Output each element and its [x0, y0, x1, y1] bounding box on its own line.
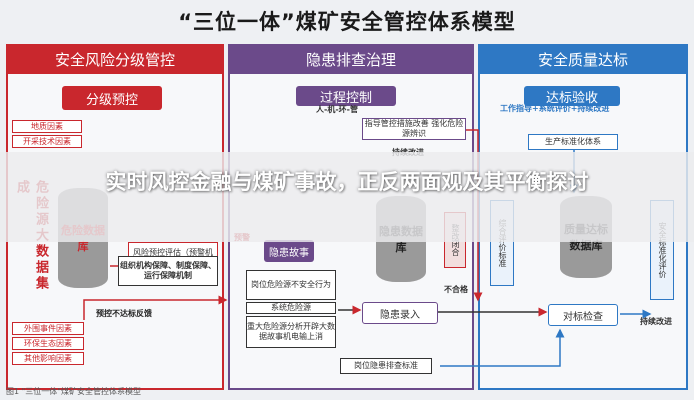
benchmark-check: 对标检查 [548, 304, 618, 326]
hazard-header: 隐患排查治理 [228, 44, 474, 74]
external-factor: 外围事件因素 [12, 322, 84, 335]
risk-sub-label: 分级预控 [62, 86, 162, 110]
quality-sub-label: 达标验收 [524, 86, 620, 106]
mining-tech-factor: 开采技术因素 [12, 135, 82, 148]
geology-factor: 地质因素 [12, 120, 82, 133]
risk-header: 安全风险分级管控 [6, 44, 224, 74]
hazard-sub-caption: 人-机-环-管 [316, 105, 358, 114]
major-hazard-box: 重大危险源分析开辟大数据故事机电输上消 [246, 316, 336, 348]
post-hazard-box: 岗位危险源不安全行为 [246, 270, 336, 300]
improve-note: 持续改进 [640, 317, 672, 326]
quality-header: 安全质量达标 [478, 44, 688, 74]
guarantee-box: 组织机构保障、制度保障、运行保障机制 [118, 256, 218, 286]
hazard-standard: 岗位隐患排查标准 [340, 358, 432, 374]
hazard-entry: 隐患录入 [362, 302, 438, 324]
not-qualified: 不合格 [444, 285, 468, 294]
hazard-alarm: 隐患故事 [264, 240, 314, 262]
production-standard: 生产标准化体系 [528, 134, 618, 150]
hazard-sub-label: 过程控制 [296, 86, 396, 106]
other-factor: 其他影响因素 [12, 352, 84, 365]
eco-factor: 环保生态因素 [12, 337, 84, 350]
quality-sub-caption: 工作指导+系统评价+持续改进 [500, 104, 610, 113]
overlay-headline: 实时风控金融与煤矿事故，正反两面观及其平衡探讨 [105, 170, 589, 194]
diagram-title: “三位一体”煤矿安全管控体系模型 [178, 10, 516, 34]
risk-feedback-note: 预控不达标反馈 [96, 309, 152, 318]
system-hazard-box: 系统危险源 [246, 302, 336, 314]
overlay-banner [0, 152, 694, 242]
figure-caption: 图1 "三位一体"煤矿安全管控体系模型 [6, 387, 141, 396]
guidance-box: 指导管控措施改善 强化危险源辨识 [362, 118, 466, 140]
